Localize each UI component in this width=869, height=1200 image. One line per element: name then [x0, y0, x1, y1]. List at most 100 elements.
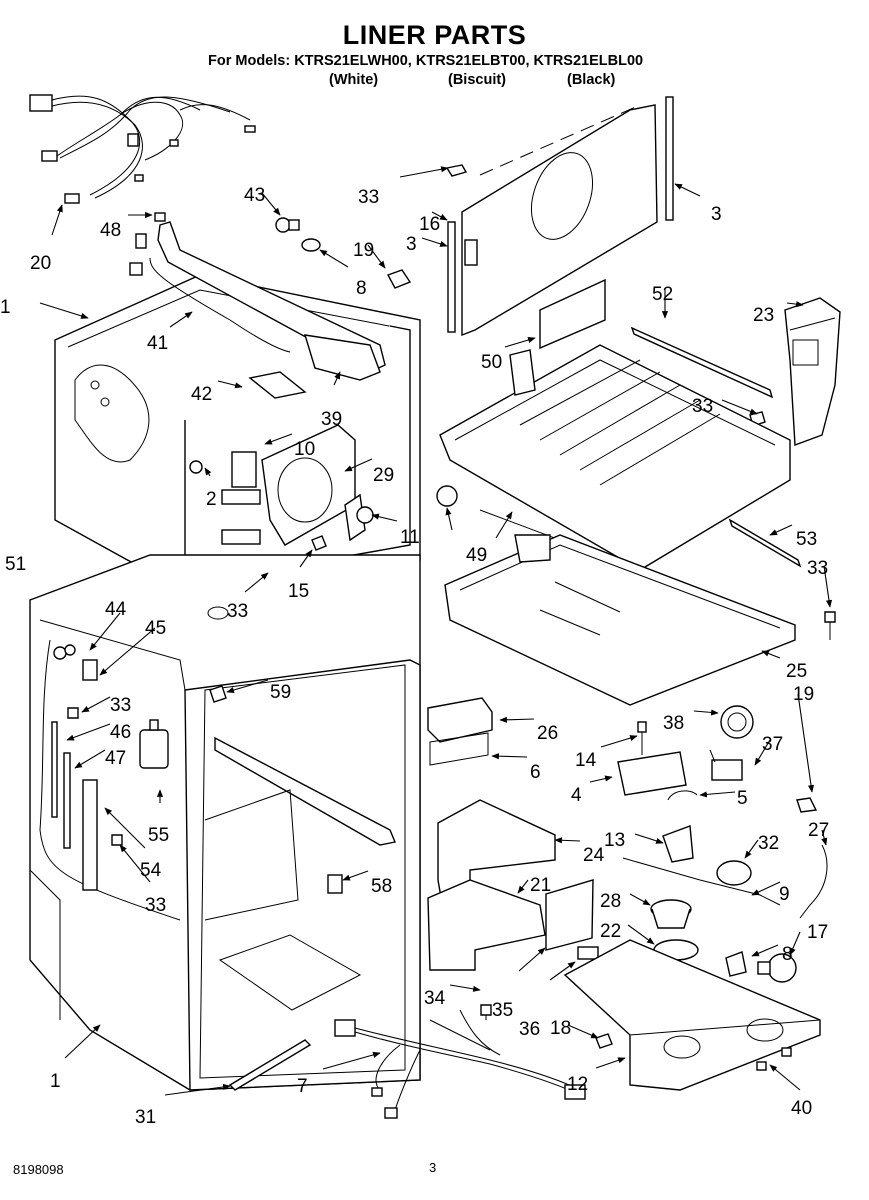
leader-line-54: [104, 807, 146, 849]
models-line: For Models: KTRS21ELWH00, KTRS21ELBT00, …: [208, 53, 644, 69]
fan-motor-assembly: [189, 424, 374, 571]
leader-line-43: [261, 192, 281, 216]
leader-line-49: [495, 511, 513, 539]
leader-line-6: [491, 753, 528, 760]
air-duct: [784, 297, 841, 446]
variant-biscuit: (Biscuit): [448, 72, 506, 88]
callout-55-filter: 55: [148, 825, 169, 846]
callout-21-cover: 21: [530, 875, 551, 896]
leader-line-33: [399, 166, 449, 178]
callout-3-seal-strip: 3: [406, 234, 417, 255]
leader-line-33: [823, 565, 833, 608]
leader-line-36: [549, 961, 576, 981]
callout-19-switch: 19: [353, 240, 374, 261]
leader-line-12: [595, 1057, 626, 1069]
leader-line-46: [66, 723, 111, 741]
callout-31-tube: 31: [135, 1107, 156, 1128]
leader-line-21: [517, 879, 529, 894]
leader-line-59: [226, 679, 269, 694]
callout-36-label: 36: [519, 1019, 540, 1040]
callout-23-duct: 23: [753, 305, 774, 326]
callout-54-channel: 54: [140, 860, 162, 881]
callout-24-housing: 24: [583, 845, 605, 866]
leader-line-16: [431, 211, 448, 221]
callout-13-thermostat: 13: [604, 830, 625, 851]
callout-34-screw: 34: [424, 988, 446, 1009]
leader-line-17: [789, 931, 801, 956]
leader-line-41: [169, 311, 193, 328]
leader-line-14: [600, 735, 638, 748]
callout-51-roller: 51: [5, 554, 26, 575]
callout-37-damper: 37: [762, 734, 783, 755]
callout-8-socket: 8: [782, 944, 793, 965]
callout-27-tube: 27: [808, 820, 829, 841]
control-components: [617, 705, 818, 813]
callout-2-grommet: 2: [206, 489, 217, 510]
leader-line-33: [81, 696, 111, 713]
callout-38-gear: 38: [663, 713, 684, 734]
callout-25-shelf: 25: [786, 661, 807, 682]
back-panel: [445, 96, 674, 350]
callout-43-light-bulb: 43: [244, 185, 265, 206]
upper-liner: [54, 274, 421, 601]
leader-line-10: [264, 433, 293, 445]
leader-line-22: [627, 924, 655, 945]
callout-8-light-socket: 8: [356, 278, 367, 299]
callout-26-control-housing: 26: [537, 723, 558, 744]
leader-line-2: [204, 467, 212, 477]
callout-28-knob: 28: [600, 891, 621, 912]
leader-line-32: [744, 839, 759, 859]
leader-line-42: [217, 380, 243, 389]
callout-7-wire-harness: 7: [297, 1076, 308, 1097]
page-title: LINER PARTS: [342, 20, 527, 50]
callout-14-screw: 14: [575, 750, 597, 771]
leader-line-1: [39, 302, 89, 319]
leader-line-29: [344, 458, 373, 472]
leader-line-45: [99, 627, 156, 676]
leader-line-33: [244, 572, 269, 593]
callout-33-screw: 33: [358, 187, 379, 208]
callout-59-hinge: 59: [270, 682, 291, 703]
leader-line-24: [554, 837, 581, 844]
leader-line-58: [342, 870, 369, 881]
leader-line-51: [445, 507, 453, 531]
bulb-socket-switch: [275, 217, 412, 289]
leader-line-1: [64, 1024, 101, 1059]
callout-40-bumper: 40: [791, 1098, 812, 1119]
variant-black: (Black): [567, 72, 616, 88]
callout-32-knob: 32: [758, 833, 779, 854]
callout-49-pan: 49: [466, 545, 487, 566]
control-housing-26: [427, 697, 493, 766]
leader-line-44: [89, 612, 121, 651]
leader-line-39: [333, 371, 341, 386]
callout-18-bulb: 18: [550, 1018, 571, 1039]
leader-line-23: [786, 301, 804, 308]
leader-lines: [39, 166, 833, 1096]
page-number: 3: [429, 1160, 437, 1175]
callout-53-rail: 53: [796, 529, 817, 550]
callout-41-wire-harness: 41: [147, 333, 168, 354]
lower-control-housing: [480, 939, 821, 1091]
leader-line-34: [449, 984, 481, 992]
callout-1-liner: 1: [50, 1071, 61, 1092]
leader-line-5: [699, 791, 736, 798]
callout-29-fan-bracket: 29: [373, 465, 394, 486]
callout-33-screw: 33: [145, 895, 166, 916]
callout-10-valve: 10: [294, 439, 315, 460]
callout-33-screw: 33: [227, 601, 248, 622]
leader-line-33: [119, 844, 151, 883]
leader-line-9: [751, 881, 781, 896]
callout-52-rail: 52: [652, 284, 673, 305]
leader-line-47: [74, 749, 106, 769]
callout-33-screw: 33: [692, 396, 713, 417]
callout-45-shield: 45: [145, 618, 166, 639]
callout-33-screw: 33: [110, 695, 131, 716]
callout-1-liner: 1: [0, 297, 11, 318]
knobs-bulbs: [650, 899, 797, 983]
callout-3-seal-strip: 3: [711, 204, 722, 225]
leader-line-18: [567, 1024, 599, 1039]
callout-47-tube: 47: [105, 748, 126, 769]
variant-white: (White): [329, 72, 379, 88]
callout-6-gasket: 6: [530, 762, 541, 783]
